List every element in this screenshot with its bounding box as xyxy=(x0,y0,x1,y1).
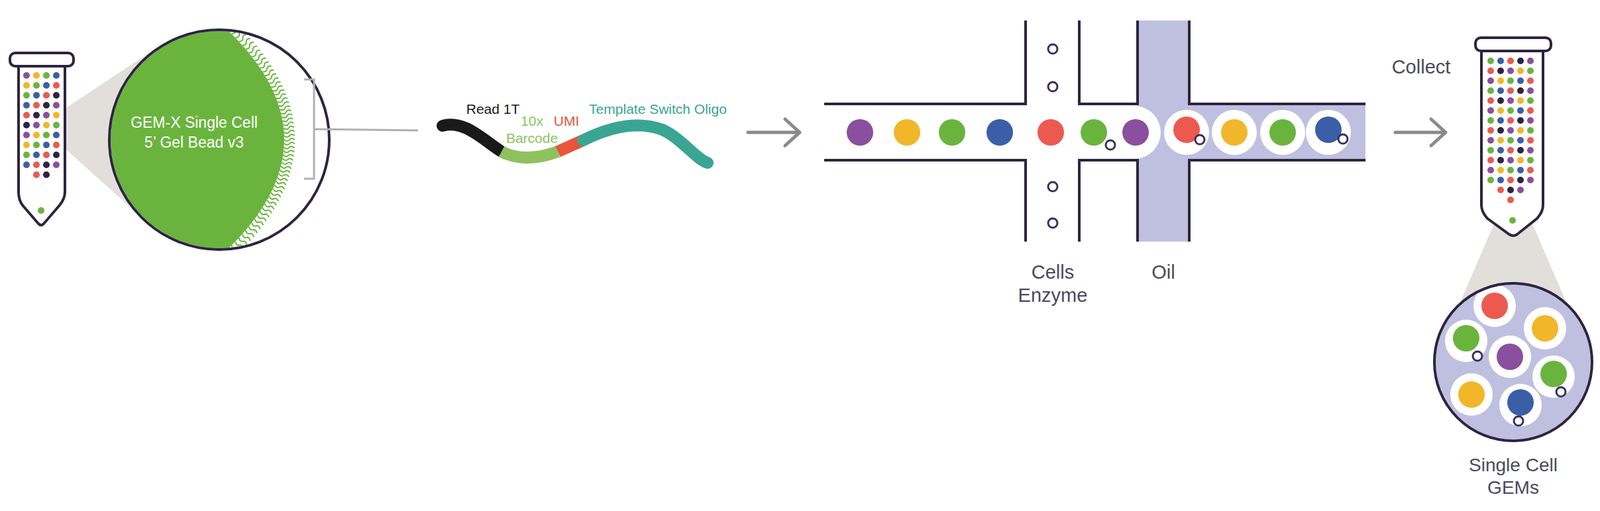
node-text: GEM-X Single Cell 5’ Gel Bead v3 xyxy=(124,113,264,154)
tube-cap xyxy=(1475,37,1551,52)
gem-zoom-bg xyxy=(1434,283,1593,442)
gel-bead xyxy=(92,0,285,280)
tube-body xyxy=(1481,51,1544,236)
step-label: Collect xyxy=(1374,55,1468,79)
part-label: UMI xyxy=(546,112,587,130)
output-label: Single Cell GEMs xyxy=(1446,454,1580,500)
microfluidic-chip xyxy=(824,20,1366,242)
tube-cap xyxy=(9,53,74,67)
gem-zoom-circle xyxy=(1434,283,1593,442)
process-arrow xyxy=(747,119,800,146)
inlet-label: Cells Enzyme xyxy=(1009,261,1096,309)
tube-beads xyxy=(23,72,60,214)
part-label: Template Switch Oligo xyxy=(571,100,745,118)
tube-gems xyxy=(1487,57,1534,224)
zoom-circle xyxy=(109,29,330,250)
gem-droplets xyxy=(1444,284,1575,427)
tube-body xyxy=(18,66,65,226)
bracket-leader xyxy=(304,79,419,179)
inlet-label: Oil xyxy=(1136,261,1190,285)
oligo xyxy=(442,124,708,163)
process-arrow xyxy=(1395,119,1446,146)
gel-bead-label: GEM-X Single Cell 5’ Gel Bead v3 xyxy=(124,113,264,154)
